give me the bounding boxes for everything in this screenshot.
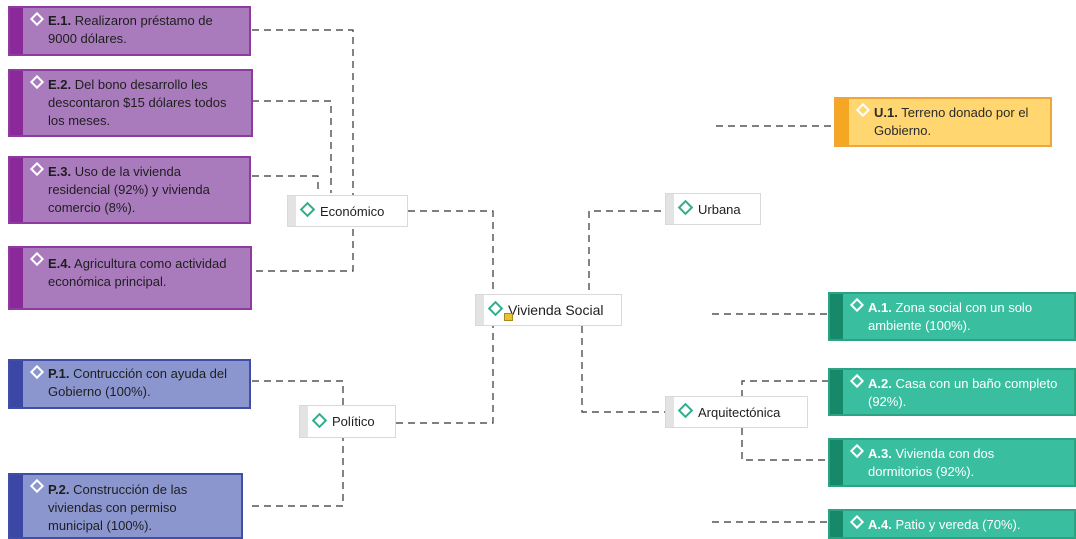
- item-line: Patio y vereda (70%).: [895, 517, 1021, 532]
- topic-diamond-icon: [29, 74, 45, 90]
- item-line: Agricultura como actividad: [74, 256, 227, 271]
- item-line: comercio (8%).: [48, 200, 136, 215]
- category-label: Arquitectónica: [698, 404, 781, 420]
- economic-item-bar: [10, 248, 23, 308]
- category-label: Político: [332, 414, 375, 429]
- item-line: Vivienda con dos: [895, 446, 995, 461]
- item-line: Zona social con un solo: [895, 300, 1033, 315]
- item-line: descontaron $15 dólares todos: [48, 95, 227, 110]
- item-code: E.3.: [48, 164, 72, 179]
- item-line: Gobierno.: [874, 123, 932, 138]
- architecture-item-a2[interactable]: A.2. Casa con un baño completo (92%).: [828, 368, 1076, 416]
- topic-diamond-icon: [677, 402, 694, 419]
- central-label: Vivienda Social: [508, 302, 604, 318]
- economic-item-bar: [10, 71, 23, 135]
- category-urbana[interactable]: Urbana: [665, 193, 761, 225]
- item-code: A.4.: [868, 517, 892, 532]
- topic-diamond-icon: [29, 251, 45, 267]
- economic-item-e2[interactable]: E.2. Del bono desarrollo les descontaron…: [8, 69, 253, 137]
- item-code: E.2.: [48, 77, 72, 92]
- architecture-item-bar: [830, 370, 843, 414]
- political-item-bar: [10, 475, 23, 537]
- category-economico[interactable]: Económico: [287, 195, 408, 227]
- item-code: E.1.: [48, 13, 72, 28]
- item-line: dormitorios (92%).: [868, 464, 975, 479]
- topic-diamond-icon: [311, 412, 328, 428]
- item-line: Construcción de las: [73, 482, 188, 497]
- economic-item-e4[interactable]: E.4. Agricultura como actividad económic…: [8, 246, 252, 310]
- item-line: Del bono desarrollo les: [74, 77, 208, 92]
- item-line: 9000 dólares.: [48, 31, 127, 46]
- architecture-item-bar: [830, 511, 843, 537]
- economic-item-e3[interactable]: E.3. Uso de la vivienda residencial (92%…: [8, 156, 251, 224]
- topic-diamond-icon: [849, 297, 865, 313]
- item-code: P.1.: [48, 366, 70, 381]
- node-handle: [476, 295, 484, 325]
- item-code: U.1.: [874, 105, 898, 120]
- node-handle: [288, 196, 296, 226]
- item-line: Casa con un baño completo: [895, 376, 1058, 391]
- topic-diamond-icon: [29, 11, 45, 27]
- architecture-item-a1[interactable]: A.1. Zona social con un solo ambiente (1…: [828, 292, 1076, 341]
- category-label: Económico: [320, 203, 385, 219]
- node-handle: [666, 397, 674, 427]
- topic-diamond-icon: [849, 514, 865, 530]
- category-arquitectonica[interactable]: Arquitectónica: [665, 396, 808, 428]
- topic-diamond-icon: [849, 443, 865, 459]
- item-line: municipal (100%).: [48, 518, 153, 533]
- economic-item-bar: [10, 8, 23, 54]
- item-line: los meses.: [48, 113, 111, 128]
- item-line: Gobierno (100%).: [48, 384, 151, 399]
- item-line: ambiente (100%).: [868, 318, 971, 333]
- central-topic[interactable]: Vivienda Social: [475, 294, 622, 326]
- item-line: Terreno donado por el: [901, 105, 1029, 120]
- economic-item-bar: [10, 158, 23, 222]
- item-code: A.3.: [868, 446, 892, 461]
- topic-diamond-icon: [849, 373, 865, 389]
- item-code: P.2.: [48, 482, 70, 497]
- architecture-item-a4[interactable]: A.4. Patio y vereda (70%).: [828, 509, 1076, 539]
- item-line: económica principal.: [48, 274, 167, 289]
- item-code: A.2.: [868, 376, 892, 391]
- lock-icon: [504, 313, 513, 321]
- node-handle: [300, 406, 308, 437]
- topic-diamond-icon: [487, 300, 504, 317]
- item-code: A.1.: [868, 300, 892, 315]
- category-politico[interactable]: Político: [299, 405, 396, 438]
- architecture-item-bar: [830, 294, 843, 339]
- topic-diamond-icon: [29, 478, 45, 494]
- topic-diamond-icon: [29, 364, 45, 380]
- political-item-bar: [10, 361, 23, 407]
- urban-item-u1[interactable]: U.1. Terreno donado por el Gobierno.: [834, 97, 1052, 147]
- item-line: Realizaron préstamo de: [74, 13, 213, 28]
- item-line: Contrucción con ayuda del: [73, 366, 228, 381]
- topic-diamond-icon: [299, 201, 316, 218]
- political-item-p1[interactable]: P.1. Contrucción con ayuda del Gobierno …: [8, 359, 251, 409]
- topic-diamond-icon: [855, 102, 871, 118]
- category-label: Urbana: [698, 201, 741, 217]
- architecture-item-a3[interactable]: A.3. Vivienda con dos dormitorios (92%).: [828, 438, 1076, 487]
- topic-diamond-icon: [677, 199, 694, 216]
- architecture-item-bar: [830, 440, 843, 485]
- urban-item-bar: [836, 99, 849, 145]
- item-code: E.4.: [48, 256, 72, 271]
- item-line: residencial (92%) y vivienda: [48, 182, 210, 197]
- item-line: viviendas con permiso: [48, 500, 177, 515]
- item-line: Uso de la vivienda: [74, 164, 181, 179]
- economic-item-e1[interactable]: E.1. Realizaron préstamo de 9000 dólares…: [8, 6, 251, 56]
- item-line: (92%).: [868, 394, 907, 409]
- topic-diamond-icon: [29, 161, 45, 177]
- node-handle: [666, 194, 674, 224]
- political-item-p2[interactable]: P.2. Construcción de las viviendas con p…: [8, 473, 243, 539]
